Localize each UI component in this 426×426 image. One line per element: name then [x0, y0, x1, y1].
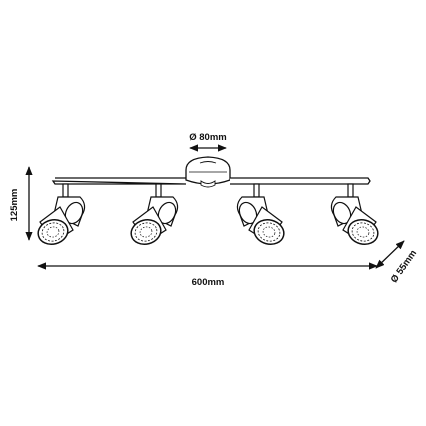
width-label: 600mm — [192, 277, 225, 288]
spotlight-head-2 — [130, 183, 179, 245]
head-diameter-label: Ø 55mm — [389, 248, 420, 285]
head-diameter-dimension: Ø 55mm — [375, 240, 420, 285]
spotlight-head-4 — [330, 183, 379, 245]
height-label: 125mm — [9, 189, 20, 222]
height-dimension: 125mm — [9, 166, 33, 241]
width-dimension: 600mm — [37, 262, 378, 288]
spotlight-head-3 — [236, 183, 285, 245]
base-diameter-dimension: Ø 80mm — [189, 132, 227, 152]
base-diameter-label: Ø 80mm — [189, 132, 227, 143]
ceiling-canopy — [185, 156, 231, 188]
spotlight-head-1 — [37, 183, 86, 245]
mounting-bar — [51, 177, 371, 185]
